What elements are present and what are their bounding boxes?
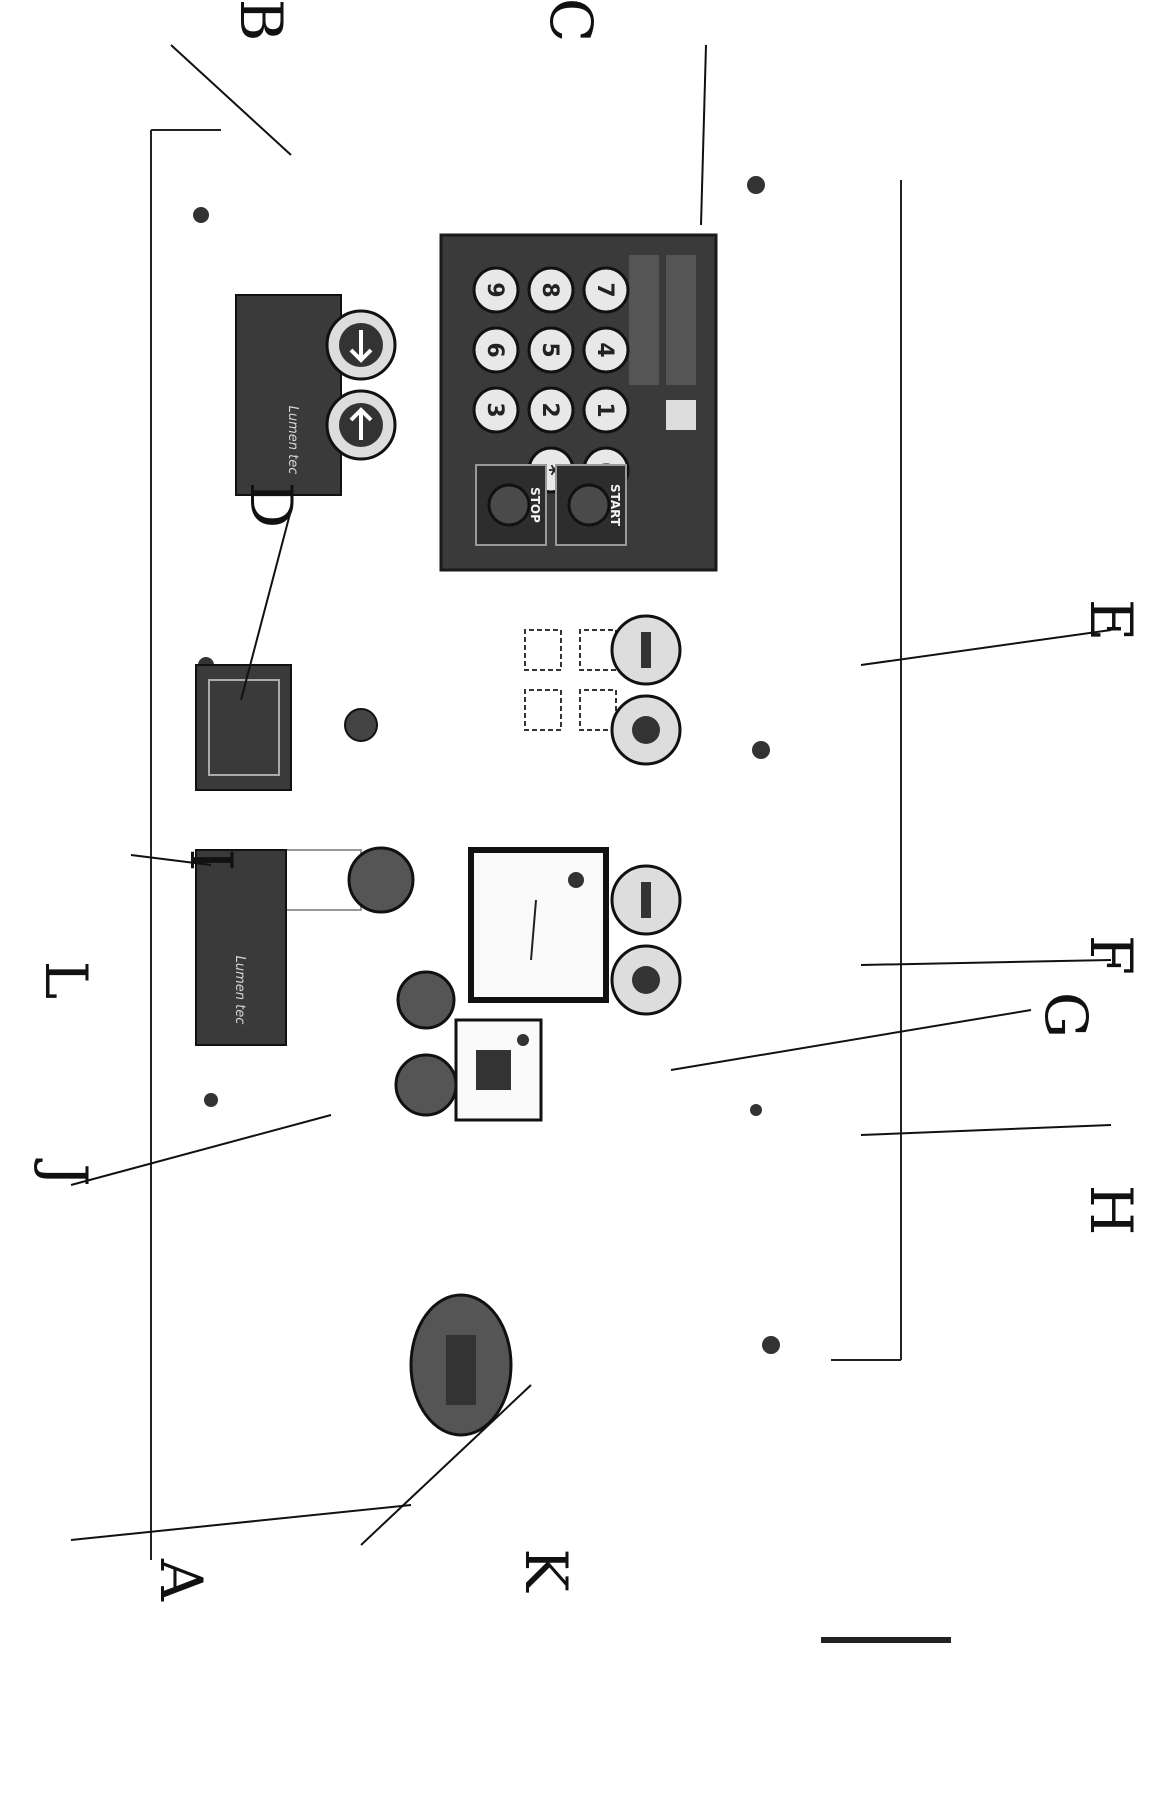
rotated-figure: 7894561230* START STOP Lumen tec [32, 0, 1145, 1643]
analog-meter [468, 847, 609, 1003]
callout-e: E [1077, 599, 1145, 641]
start-label: START [608, 484, 622, 527]
callout-f: F [1077, 935, 1145, 975]
callout-k: K [512, 1548, 580, 1593]
callout-d: D [237, 482, 305, 529]
panel-outline [150, 129, 951, 1643]
small-display-housing [195, 664, 292, 791]
stop-label: STOP [528, 487, 542, 523]
keypad-key[interactable] [582, 386, 630, 434]
callout-a: A [147, 1558, 215, 1602]
display-l: Lumen tec [195, 849, 287, 1046]
keypad-key[interactable] [472, 266, 520, 314]
arrow-display-housing [235, 294, 342, 496]
callout-c: C [537, 0, 605, 42]
hour-counter [454, 1018, 543, 1122]
arrow-control-display: Lumen tec [235, 294, 397, 496]
keypad-key[interactable] [527, 266, 575, 314]
meter-needle [530, 899, 537, 961]
keypad-key-label: 1 [592, 402, 617, 417]
push-button-k[interactable] [396, 970, 456, 1030]
main-rotary-switch [409, 1293, 513, 1437]
callout-h: H [1077, 1185, 1145, 1236]
keypad-key-label: 9 [482, 282, 507, 297]
callout-l: L [32, 961, 100, 1000]
up-arrow-icon [349, 330, 373, 363]
keypad-key[interactable] [582, 326, 630, 374]
switch-group-f [610, 864, 682, 1016]
indicator-lamps [280, 846, 458, 1117]
keypad-key-label: 5 [537, 342, 562, 357]
key-switch[interactable] [344, 708, 378, 742]
control-unit: 7894561230* START STOP [439, 233, 718, 572]
display-l-brand: Lumen tec [232, 956, 247, 1025]
keypad-key-label: 7 [592, 282, 617, 297]
keypad-key-label: 8 [537, 282, 562, 297]
keypad-key-label: 6 [482, 342, 507, 357]
callout-b: B [227, 0, 295, 41]
indicator-lamp-i [347, 846, 415, 914]
keypad-key[interactable] [472, 326, 520, 374]
mounting-screws [193, 176, 780, 1354]
callout-i: I [177, 849, 245, 872]
keypad-key-label: 4 [592, 342, 617, 357]
meter-adjust-knob[interactable] [568, 872, 584, 888]
meter-frame [468, 847, 609, 1003]
arrow-display-brand: Lumen tec [285, 406, 300, 475]
switch-group-e [524, 614, 682, 766]
keypad-key-label: 2 [537, 402, 562, 417]
stop-button[interactable] [487, 483, 531, 527]
keypad-key[interactable] [527, 326, 575, 374]
leader-lines [70, 44, 1112, 1546]
push-button-j[interactable] [394, 1053, 458, 1117]
display-l-housing [195, 849, 287, 1046]
keypad-key[interactable] [582, 266, 630, 314]
keypad-key-label: 3 [482, 402, 507, 417]
down-arrow-icon [349, 407, 373, 440]
start-button[interactable] [567, 483, 611, 527]
callout-j: J [32, 1158, 100, 1186]
keypad-key[interactable] [527, 386, 575, 434]
keypad: 7894561230* [472, 266, 630, 494]
callout-letters: A B C D E F G H I J K L [32, 0, 1145, 1602]
keypad-key[interactable] [472, 386, 520, 434]
small-display-unit [195, 664, 378, 791]
callout-g: G [1032, 992, 1100, 1038]
counter-digits [476, 1050, 511, 1090]
